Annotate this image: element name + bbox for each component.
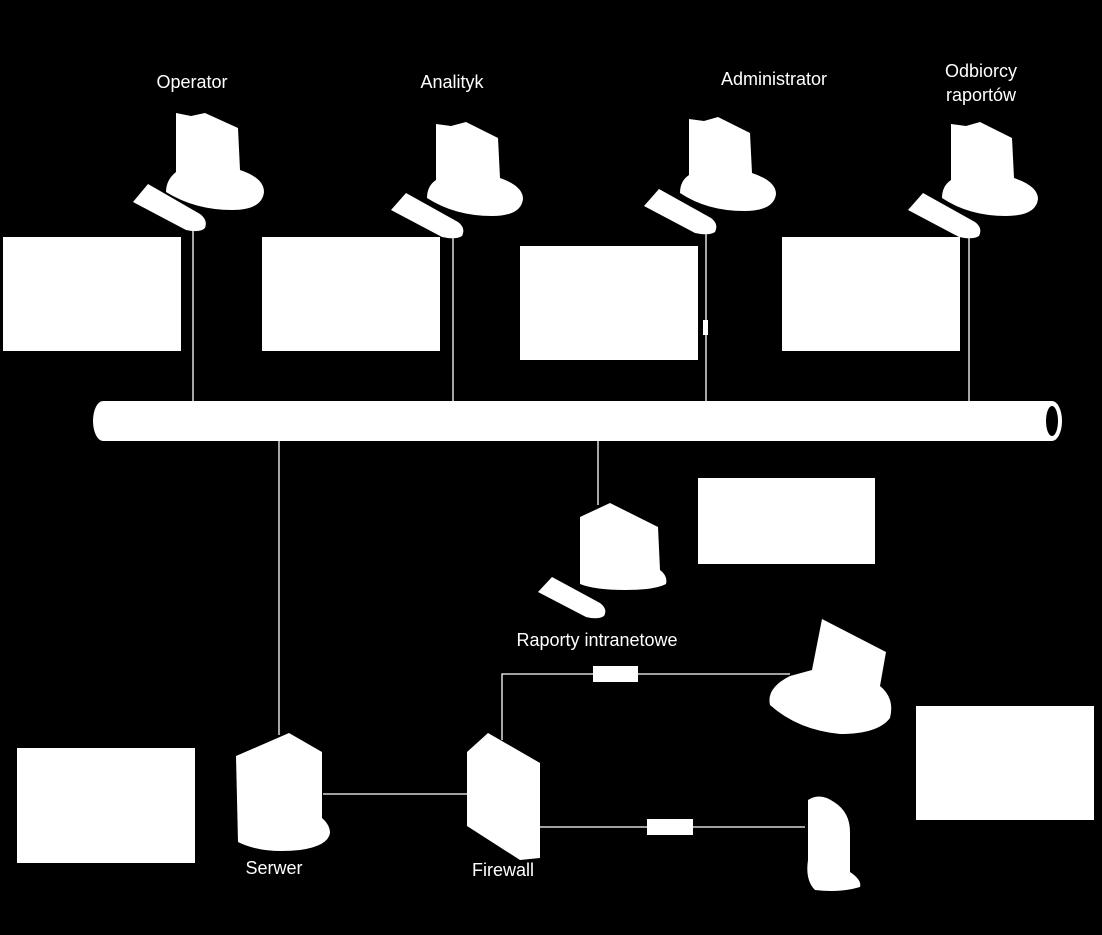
firewall-icon [467,733,540,860]
label-odbiorcy-line1: Odbiorcy [945,61,1017,81]
network-bus [93,401,1062,441]
connector-plug-bottom [647,819,693,835]
connector-plug-admin [703,320,708,335]
box-remote [916,706,1094,820]
workstation-odbiorcy-icon [908,122,1038,239]
workstation-operator-icon [133,113,264,232]
label-firewall: Firewall [472,860,534,880]
remote-laptop-icon [769,619,892,734]
workstation-administrator-icon [644,117,776,235]
box-raporty [698,478,875,564]
box-analityk [262,237,440,351]
box-operator [3,237,181,351]
connector-plug-top [593,666,638,682]
label-serwer: Serwer [245,858,302,878]
box-administrator [520,246,698,360]
box-odbiorcy [782,237,960,351]
remote-device-icon [807,796,861,891]
workstation-raporty-icon [538,503,667,619]
label-operator: Operator [156,72,227,92]
label-odbiorcy-line2: raportów [946,85,1017,105]
label-analityk: Analityk [420,72,484,92]
workstation-analityk-icon [391,122,523,239]
label-raporty: Raporty intranetowe [516,630,677,650]
label-administrator: Administrator [721,69,827,89]
box-serwer [17,748,195,863]
server-icon [236,733,330,851]
